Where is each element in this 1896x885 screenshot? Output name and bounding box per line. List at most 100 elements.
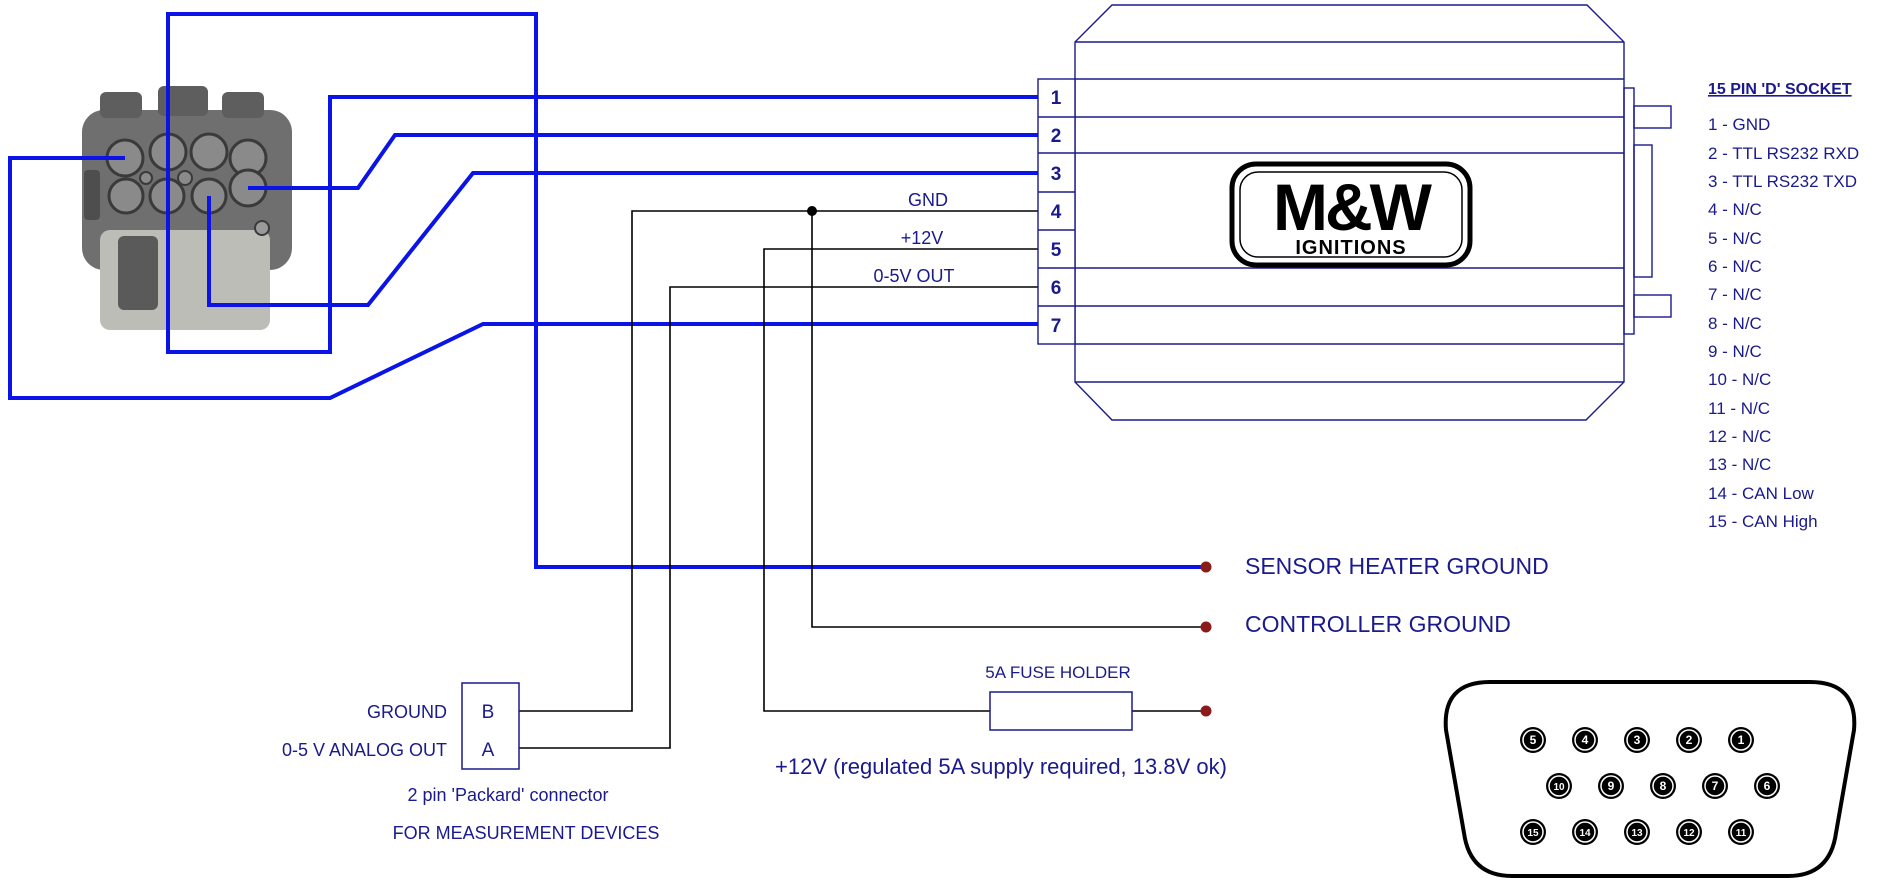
dsub-pin-number: 7 bbox=[1712, 779, 1719, 793]
packard-ground-label: GROUND bbox=[367, 702, 447, 722]
socket-item: 15 - CAN High bbox=[1708, 512, 1818, 531]
dsub-pin-number: 5 bbox=[1530, 733, 1537, 747]
dsub-pin-13 bbox=[1624, 819, 1650, 845]
dsub-pin-3 bbox=[1624, 727, 1650, 753]
packard-analog-label: 0-5 V ANALOG OUT bbox=[282, 740, 447, 760]
wire-sensor-heater-ground bbox=[166, 12, 1206, 569]
pin-number-3: 3 bbox=[1051, 164, 1062, 185]
dsub-pin-7 bbox=[1702, 773, 1728, 799]
dsub-pin-ring bbox=[1574, 729, 1596, 751]
dsub-pin-14 bbox=[1572, 819, 1598, 845]
svg-text:M&W: M&W bbox=[1273, 170, 1433, 244]
socket-item: 10 - N/C bbox=[1708, 370, 1771, 389]
mw-ignitions-logo: M&W IGNITIONS bbox=[1229, 161, 1473, 268]
dsub-pin-ring bbox=[1548, 775, 1570, 797]
dsub-pin-number: 12 bbox=[1683, 828, 1695, 839]
terminals bbox=[1200, 561, 1212, 717]
wire-pin7 bbox=[8, 156, 1038, 400]
supply-note: +12V (regulated 5A supply required, 13.8… bbox=[775, 754, 1227, 779]
socket-item: 5 - N/C bbox=[1708, 229, 1762, 248]
dsub-pin-ring bbox=[1730, 729, 1752, 751]
dsub-pin-8 bbox=[1650, 773, 1676, 799]
dsub-pin-ring bbox=[1678, 729, 1700, 751]
pin-number-4: 4 bbox=[1051, 202, 1062, 223]
socket-item: 2 - TTL RS232 RXD bbox=[1708, 144, 1859, 163]
dsub-pin-5 bbox=[1520, 727, 1546, 753]
dsub-pin-number: 13 bbox=[1631, 828, 1643, 839]
fuse-holder bbox=[989, 691, 1133, 731]
dsub-pin-ring bbox=[1756, 775, 1778, 797]
socket-list-title: 15 PIN 'D' SOCKET bbox=[1708, 81, 1852, 98]
pin4-wire-label: GND bbox=[908, 190, 948, 210]
socket-item: 4 - N/C bbox=[1708, 200, 1762, 219]
sensor-wires bbox=[8, 12, 1206, 569]
dsub-pin-ring bbox=[1678, 821, 1700, 843]
dsub-pin-ring bbox=[1652, 775, 1674, 797]
junction-dot bbox=[807, 206, 817, 216]
packard-connector: B A bbox=[461, 682, 520, 770]
socket-item: 14 - CAN Low bbox=[1708, 484, 1815, 503]
dsub-pin-number: 6 bbox=[1764, 779, 1771, 793]
wire-analog-out bbox=[519, 286, 1038, 749]
packard-caption: 2 pin 'Packard' connector bbox=[408, 785, 609, 805]
pin-number-1: 1 bbox=[1051, 88, 1062, 109]
fuse-holder-label: 5A FUSE HOLDER bbox=[985, 663, 1131, 682]
dsub-pin-number: 9 bbox=[1608, 779, 1615, 793]
dsub-pin-number: 15 bbox=[1527, 828, 1539, 839]
dsub-pin-12 bbox=[1676, 819, 1702, 845]
pin-number-6: 6 bbox=[1051, 278, 1062, 299]
dsub-pin-4 bbox=[1572, 727, 1598, 753]
svg-text:IGNITIONS: IGNITIONS bbox=[1295, 237, 1406, 259]
wire-controller-ground bbox=[811, 211, 1206, 628]
dsub-pin-ring bbox=[1730, 821, 1752, 843]
terminal-controller-ground bbox=[1200, 621, 1212, 633]
socket-pin-list: 15 PIN 'D' SOCKET 1 - GND 2 - TTL RS232 … bbox=[1708, 81, 1859, 531]
socket-item: 11 - N/C bbox=[1708, 399, 1770, 418]
socket-item: 9 - N/C bbox=[1708, 342, 1762, 361]
pin-number-5: 5 bbox=[1051, 240, 1062, 261]
dsub-pin-1 bbox=[1728, 727, 1754, 753]
socket-item: 1 - GND bbox=[1708, 115, 1770, 134]
pin-number-2: 2 bbox=[1051, 126, 1062, 147]
dsub-pin-number: 10 bbox=[1553, 782, 1565, 793]
dsub-pin-number: 1 bbox=[1738, 733, 1745, 747]
label-sensor-heater-ground: SENSOR HEATER GROUND bbox=[1245, 553, 1549, 579]
dsub-pin-number: 4 bbox=[1582, 733, 1589, 747]
dsub-pin-ring bbox=[1704, 775, 1726, 797]
label-controller-ground: CONTROLLER GROUND bbox=[1245, 611, 1511, 637]
dsub-pin-ring bbox=[1522, 821, 1544, 843]
dsub-pin-number: 14 bbox=[1579, 828, 1591, 839]
pin-numbers: 1 2 3 4 5 6 7 bbox=[1051, 88, 1062, 337]
controller-unit bbox=[1037, 4, 1672, 421]
packard-pin-a: A bbox=[482, 740, 495, 761]
dsub-pin-9 bbox=[1598, 773, 1624, 799]
dsub-pin-ring bbox=[1574, 821, 1596, 843]
pin5-wire-label: +12V bbox=[901, 228, 944, 248]
pin-number-7: 7 bbox=[1051, 316, 1062, 337]
dsub-socket-face bbox=[1443, 680, 1857, 878]
dsub-pin-ring bbox=[1600, 775, 1622, 797]
socket-item: 13 - N/C bbox=[1708, 455, 1771, 474]
wire-pin3 bbox=[207, 171, 1038, 307]
dsub-pin-number: 2 bbox=[1686, 733, 1693, 747]
dsub-pin-6 bbox=[1754, 773, 1780, 799]
socket-item: 12 - N/C bbox=[1708, 427, 1771, 446]
dsub-pin-ring bbox=[1626, 821, 1648, 843]
socket-item: 8 - N/C bbox=[1708, 314, 1762, 333]
socket-item: 7 - N/C bbox=[1708, 285, 1762, 304]
dsub-pin-ring bbox=[1522, 729, 1544, 751]
dsub-pin-number: 3 bbox=[1634, 733, 1641, 747]
socket-item: 3 - TTL RS232 TXD bbox=[1708, 172, 1857, 191]
dsub-pin-number: 8 bbox=[1660, 779, 1667, 793]
dsub-pin-ring bbox=[1626, 729, 1648, 751]
pin6-wire-label: 0-5V OUT bbox=[873, 266, 954, 286]
dsub-pin-2 bbox=[1676, 727, 1702, 753]
signal-wires bbox=[519, 210, 1206, 749]
wire-pin1 bbox=[166, 95, 1038, 354]
terminal-sensor-heater-ground bbox=[1200, 561, 1212, 573]
wire-gnd-packard bbox=[519, 210, 1038, 712]
dsub-pin-11 bbox=[1728, 819, 1754, 845]
